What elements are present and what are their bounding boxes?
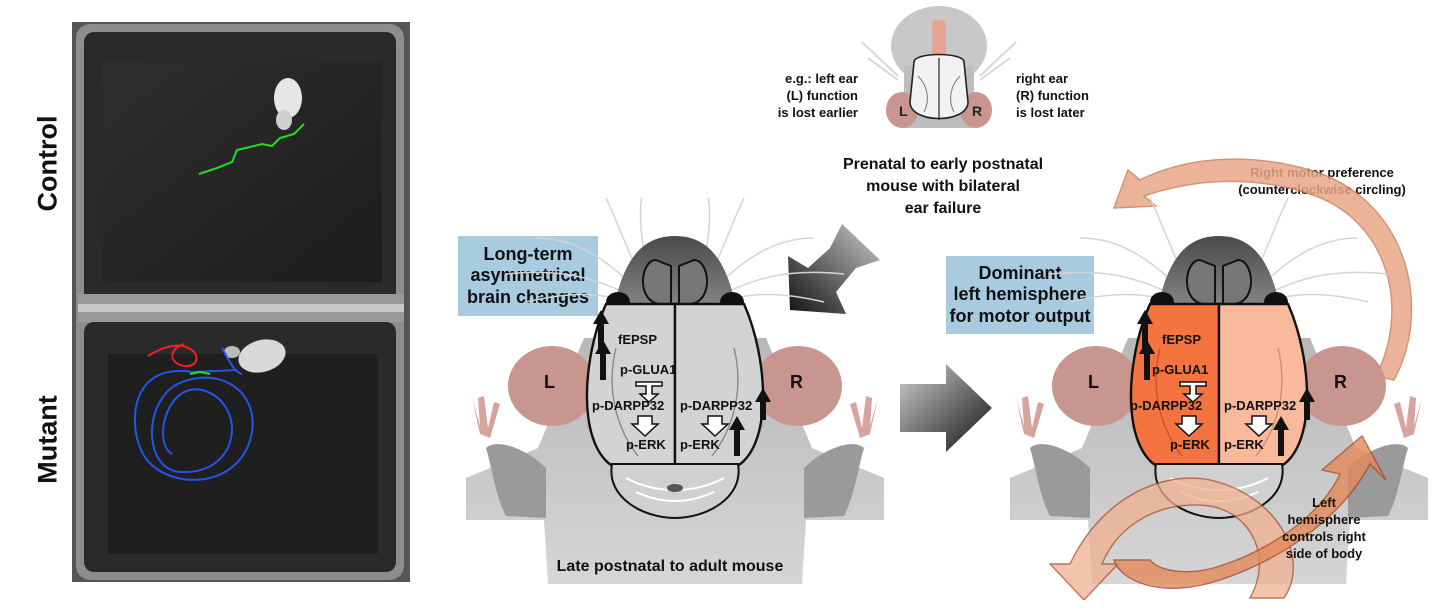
- left-mouse-brain: L R fEPSP p-GLUA1 p-DARPP32 p-ERK p-DARP…: [466, 198, 884, 584]
- left-pglua1: p-GLUA1: [620, 362, 676, 377]
- dark-arrow-right: [900, 364, 992, 452]
- control-label: Control: [32, 115, 63, 212]
- left-pdarpp32-l: p-DARPP32: [592, 398, 664, 413]
- left-perk-r: p-ERK: [680, 437, 720, 452]
- left-ear-note: e.g.: left ear (L) function is lost earl…: [777, 71, 858, 120]
- right-fepsp: fEPSP: [1162, 332, 1201, 347]
- right-pglua1: p-GLUA1: [1152, 362, 1208, 377]
- right-ear-note: right ear (R) function is lost later: [1016, 71, 1089, 120]
- top-left-ear-letter: L: [899, 103, 908, 119]
- right-perk-r: p-ERK: [1224, 437, 1264, 452]
- top-right-ear-letter: R: [972, 103, 982, 119]
- behavior-photo: [72, 22, 410, 582]
- left-fepsp: fEPSP: [618, 332, 657, 347]
- left-brain-ear-r: R: [790, 372, 803, 392]
- left-perk-l: p-ERK: [626, 437, 666, 452]
- mutant-label: Mutant: [32, 395, 63, 484]
- right-pdarpp32-l: p-DARPP32: [1130, 398, 1202, 413]
- top-mouse-illustration: L R: [861, 6, 1017, 128]
- left-mouse-caption: Late postnatal to adult mouse: [556, 558, 784, 575]
- left-hemisphere-controls-note: Left hemisphere controls right side of b…: [1282, 495, 1366, 561]
- right-perk-l: p-ERK: [1170, 437, 1210, 452]
- right-brain-ear-r: R: [1334, 372, 1347, 392]
- right-mouse-brain: L R fEPSP p-GLUA1 p-DARPP32 p-ERK p-DARP…: [1010, 158, 1428, 600]
- right-brain-ear-l: L: [1088, 372, 1099, 392]
- dominant-hemisphere-box: Dominant left hemisphere for motor outpu…: [946, 256, 1094, 334]
- top-mouse-caption: Prenatal to early postnatal mouse with b…: [842, 156, 1044, 217]
- left-pdarpp32-r: p-DARPP32: [680, 398, 752, 413]
- dark-arrow-down-left: [788, 224, 880, 314]
- left-brain-ear-l: L: [544, 372, 555, 392]
- right-pdarpp32-r: p-DARPP32: [1224, 398, 1296, 413]
